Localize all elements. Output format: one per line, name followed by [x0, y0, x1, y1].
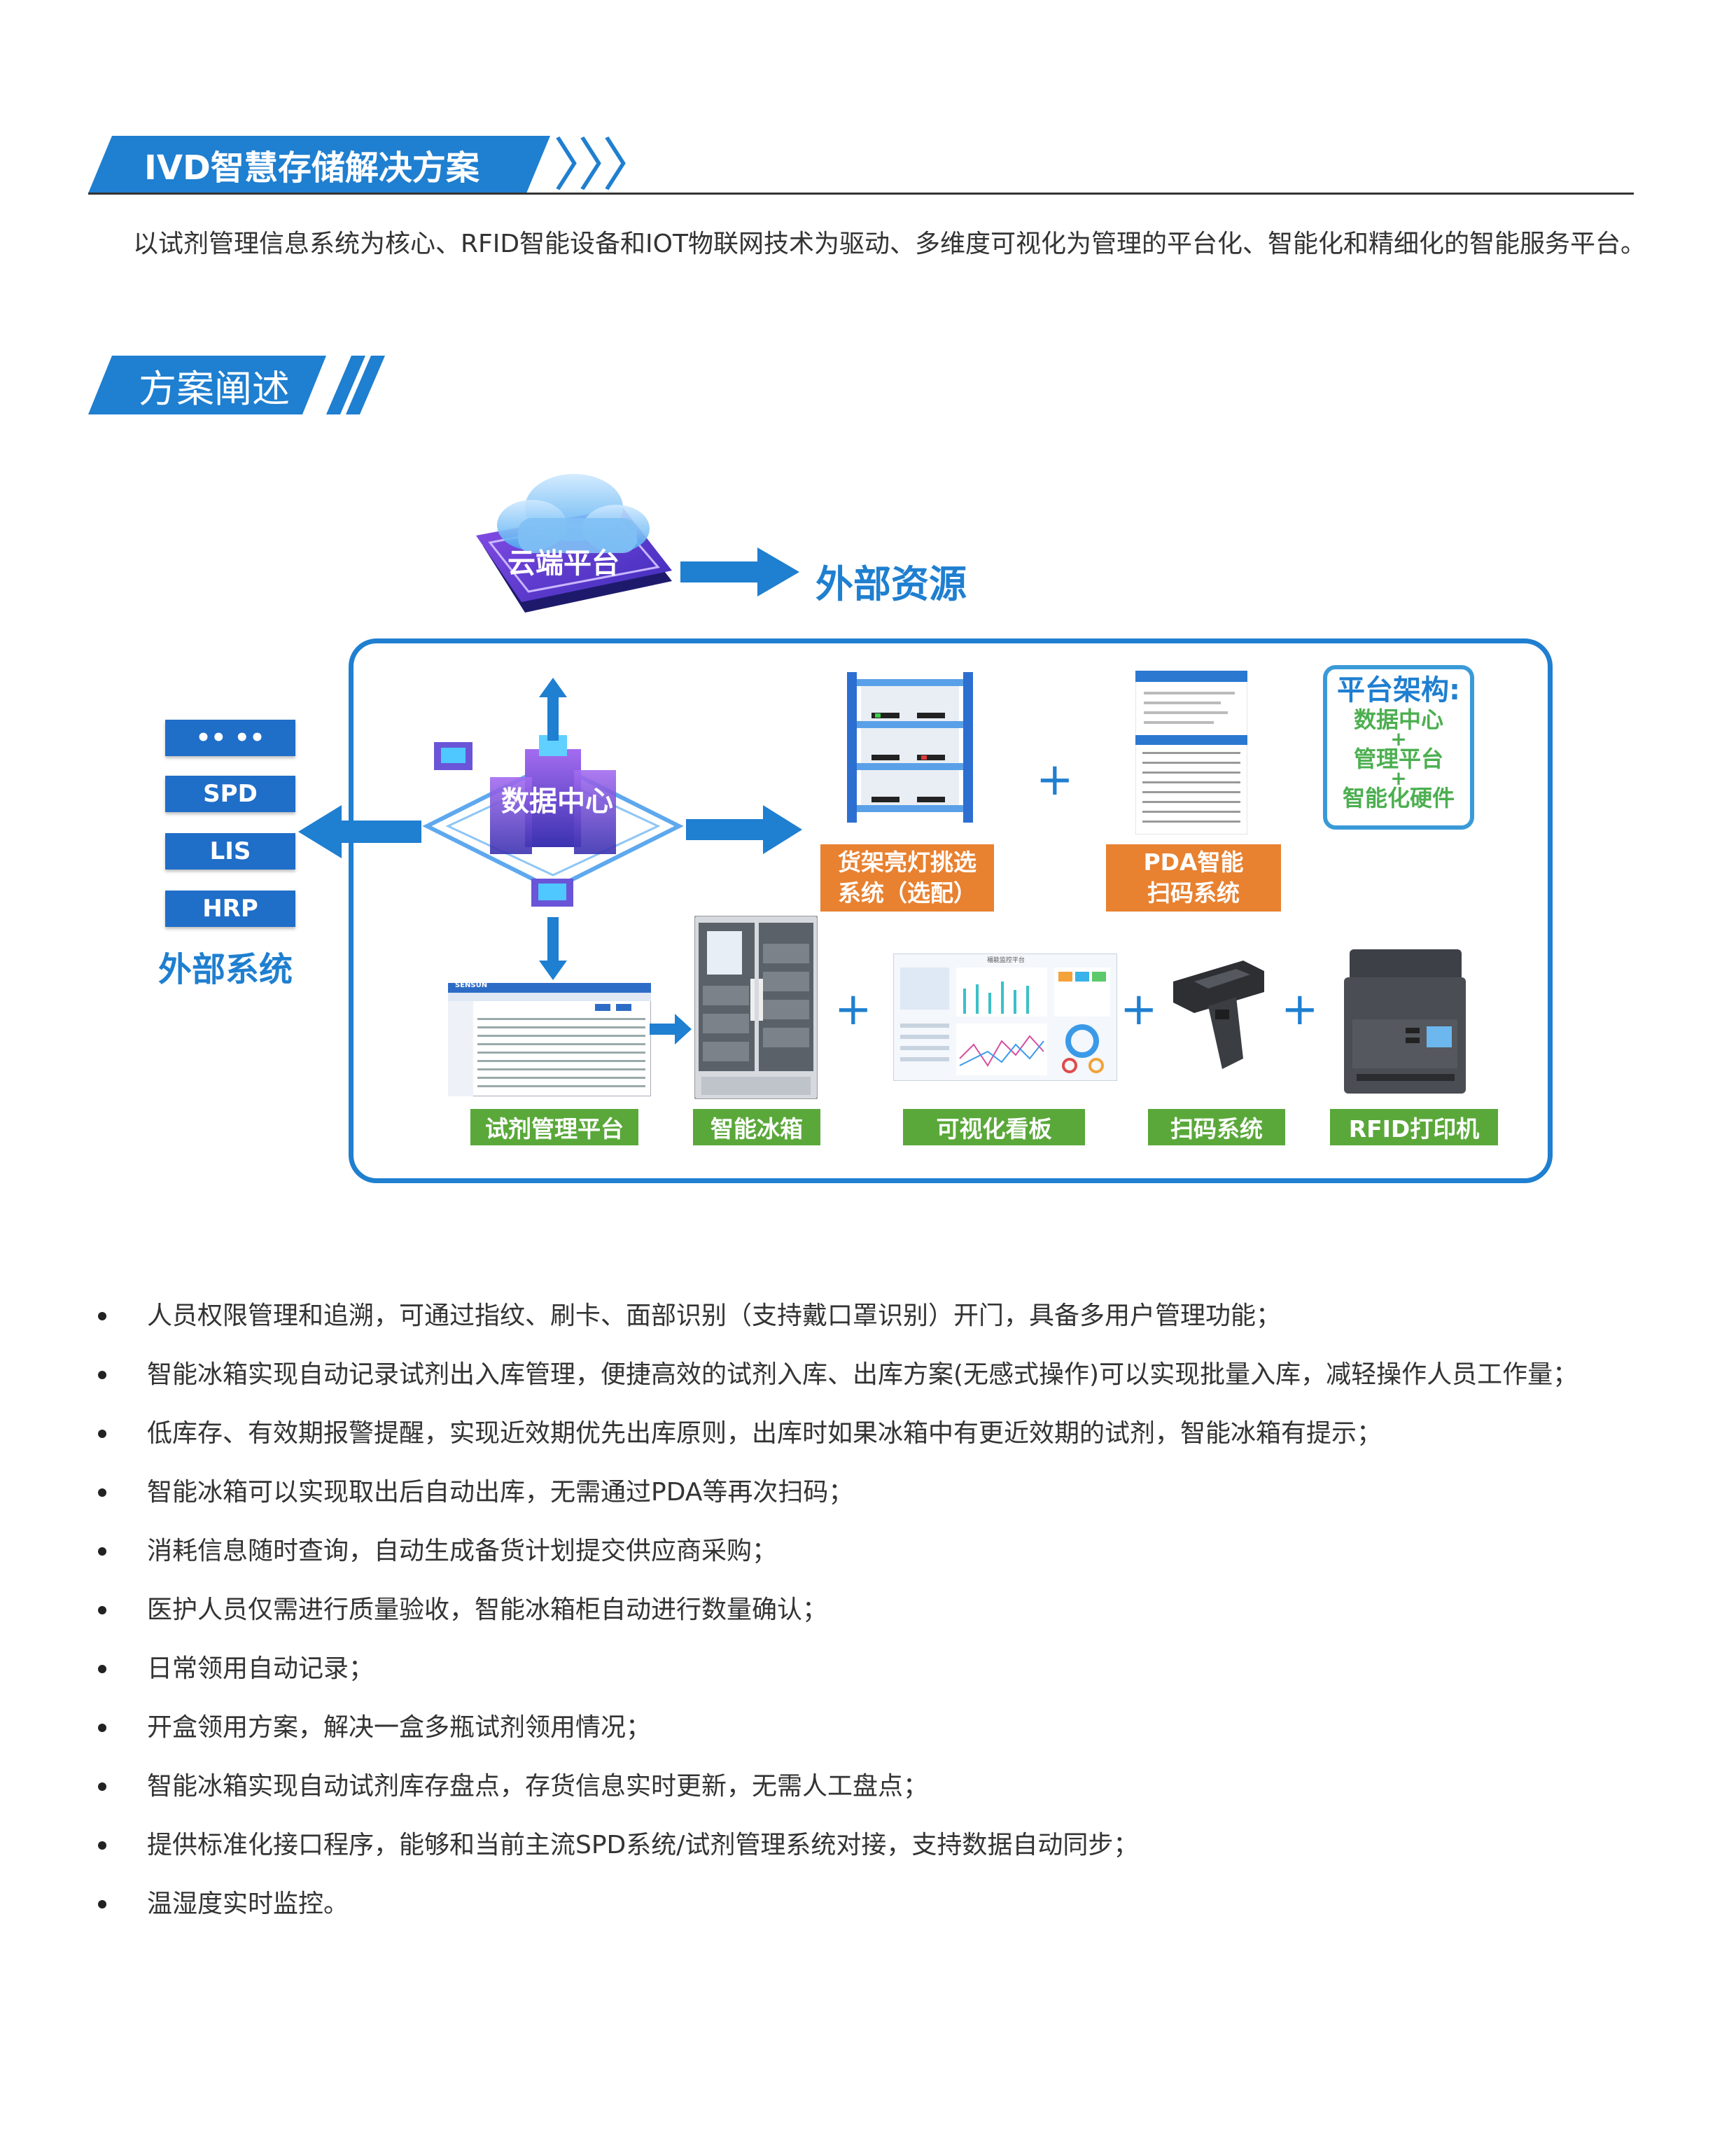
plus-sign: + [834, 984, 872, 1035]
shelf-system-label: 货架亮灯挑选 系统（选配） [820, 844, 994, 912]
smart-fridge-graphic [694, 916, 818, 1099]
arrow-right-icon [686, 805, 802, 854]
list-item: 温湿度实时监控。 [98, 1887, 1578, 1946]
architecture-item: 管理平台 [1353, 746, 1443, 772]
arrow-right-icon [650, 1014, 692, 1045]
list-item: 开盒领用方案，解决一盒多瓶试剂领用情况； [98, 1710, 1578, 1769]
section-subtitle: 方案阐述 [139, 366, 290, 411]
list-item: 智能冰箱实现自动试剂库存盘点，存货信息实时更新，无需人工盘点； [98, 1769, 1578, 1828]
shelf-rack-graphic [847, 672, 973, 823]
pda-screen-graphic [1135, 671, 1247, 835]
external-system-lis: LIS [165, 833, 295, 870]
list-item: 人员权限管理和追溯，可通过指纹、刷卡、面部识别（支持戴口罩识别）开门，具备多用户… [98, 1299, 1578, 1357]
pda-system-label-line2: 扫码系统 [1147, 879, 1240, 907]
external-system-spd: SPD [165, 776, 295, 812]
chip-icon [531, 879, 573, 907]
software-screenshot-graphic [448, 983, 651, 1096]
software-brand: SENSUN [455, 982, 488, 989]
section-title: IVD智慧存储解决方案 [144, 148, 479, 188]
list-item: 低库存、有效期报警提醒，实现近效期优先出库原则，出库时如果冰箱中有更近效期的试剂… [98, 1416, 1578, 1475]
plus-sign: + [1036, 754, 1074, 806]
dashboard-graphic [893, 954, 1117, 1081]
section-title-banner: IVD智慧存储解决方案 [88, 136, 550, 193]
rfid-printer-graphic [1344, 949, 1466, 1094]
shelf-system-label-line1: 货架亮灯挑选 [838, 849, 976, 876]
external-system-other: •• •• [165, 720, 295, 756]
arrow-right-icon [680, 547, 799, 596]
list-item: 医护人员仅需进行质量验收，智能冰箱柜自动进行数量确认； [98, 1593, 1578, 1652]
handheld-scanner-graphic [1173, 961, 1264, 1069]
slash-icon [326, 356, 385, 414]
arrow-left-icon [298, 805, 421, 858]
cloud-platform-graphic [476, 474, 672, 613]
dashboard-title: 福能监控平台 [987, 957, 1026, 964]
pda-system-label-line1: PDA智能 [1143, 849, 1244, 876]
architecture-plus: + [1390, 767, 1407, 790]
plus-sign: + [1281, 984, 1319, 1035]
architecture-box: 平台架构: 数据中心 + 管理平台 + 智能化硬件 [1323, 665, 1474, 830]
plus-sign: + [1120, 984, 1158, 1035]
pda-system-label: PDA智能 扫码系统 [1106, 844, 1281, 912]
label-rfid-printer: RFID打印机 [1330, 1109, 1498, 1145]
arrow-down-icon [539, 917, 567, 980]
label-smart-fridge: 智能冰箱 [693, 1109, 820, 1145]
label-dashboard: 可视化看板 [903, 1109, 1085, 1145]
section-subtitle-banner: 方案阐述 [88, 356, 326, 414]
external-systems-title: 外部系统 [158, 950, 293, 989]
label-reagent-platform: 试剂管理平台 [470, 1109, 638, 1145]
list-item: 智能冰箱可以实现取出后自动出库，无需通过PDA等再次扫码； [98, 1475, 1578, 1534]
external-resources-label: 外部资源 [816, 562, 967, 606]
data-center-label: 数据中心 [501, 786, 613, 818]
cloud-platform-label: 云端平台 [507, 547, 620, 580]
feature-list: 人员权限管理和追溯，可通过指纹、刷卡、面部识别（支持戴口罩识别）开门，具备多用户… [98, 1299, 1578, 1946]
architecture-title: 平台架构: [1337, 674, 1460, 706]
data-center-graphic [422, 735, 684, 892]
intro-paragraph: 以试剂管理信息系统为核心、RFID智能设备和IOT物联网技术为驱动、多维度可视化… [133, 230, 1646, 258]
list-item: 提供标准化接口程序，能够和当前主流SPD系统/试剂管理系统对接，支持数据自动同步… [98, 1828, 1578, 1887]
platform-frame [349, 638, 1553, 1183]
list-item: 日常领用自动记录； [98, 1652, 1578, 1710]
arrow-up-icon [539, 678, 567, 741]
architecture-item: 数据中心 [1353, 706, 1443, 733]
architecture-item: 智能化硬件 [1342, 785, 1455, 811]
architecture-plus: + [1390, 727, 1407, 751]
header-divider [88, 193, 1634, 195]
label-scan-system: 扫码系统 [1148, 1109, 1285, 1145]
external-system-hrp: HRP [165, 891, 295, 927]
shelf-system-label-line2: 系统（选配） [838, 879, 976, 907]
list-item: 智能冰箱实现自动记录试剂出入库管理，便捷高效的试剂入库、出库方案(无感式操作)可… [98, 1357, 1578, 1416]
chevron-icon: 〉〉〉 [553, 132, 659, 199]
list-item: 消耗信息随时查询，自动生成备货计划提交供应商采购； [98, 1534, 1578, 1593]
